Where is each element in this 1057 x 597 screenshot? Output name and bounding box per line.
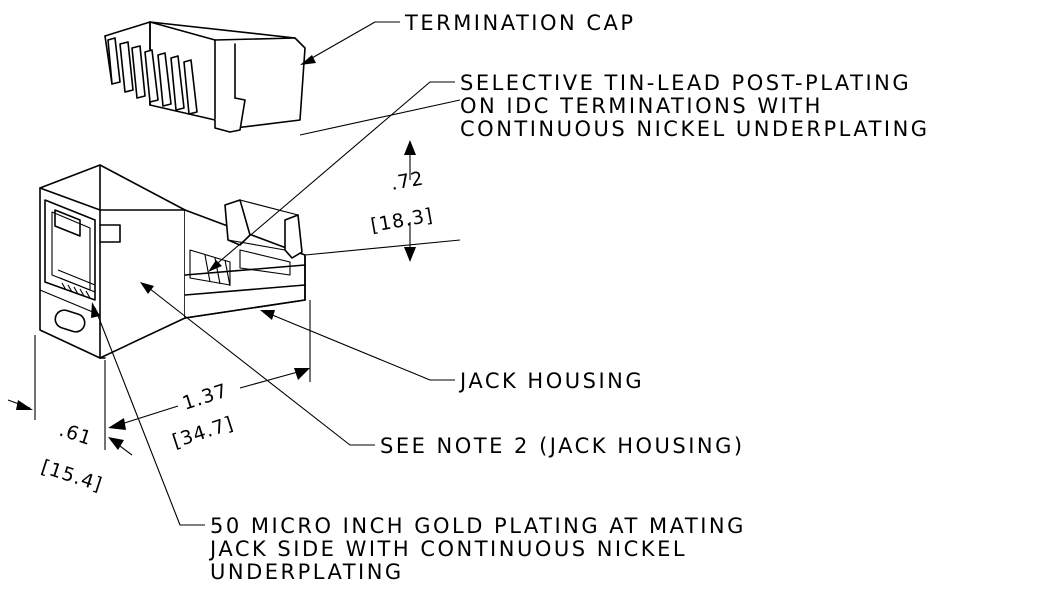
gold-plating-label-line-2: JACK SIDE WITH CONTINUOUS NICKEL: [208, 537, 687, 561]
termination-cap-part: [104, 21, 306, 133]
jack-housing-label: JACK HOUSING: [458, 369, 644, 393]
height-mm-value: [18.3]: [369, 204, 435, 237]
termination-cap-label: TERMINATION CAP: [404, 11, 636, 35]
gold-plating-label-line-3: UNDERPLATING: [210, 560, 404, 584]
jack-housing-part: [39, 164, 306, 359]
see-note-label: SEE NOTE 2 (JACK HOUSING): [380, 434, 745, 458]
tin-lead-label-line-3: CONTINUOUS NICKEL UNDERPLATING: [460, 117, 930, 141]
dimension-lines: [7, 99, 461, 456]
width-inch-value: .61: [56, 419, 94, 450]
callout-leaders: [91, 21, 455, 526]
tin-lead-label-line-1: SELECTIVE TIN-LEAD POST-PLATING: [460, 71, 911, 95]
width-mm-value: [15.4]: [38, 456, 105, 496]
length-mm-value: [34.7]: [170, 412, 237, 452]
height-inch-value: .72: [389, 167, 426, 194]
tin-lead-label-line-2: ON IDC TERMINATIONS WITH: [460, 94, 823, 118]
gold-plating-label-line-1: 50 MICRO INCH GOLD PLATING AT MATING: [210, 514, 746, 538]
length-inch-value: 1.37: [180, 380, 231, 415]
